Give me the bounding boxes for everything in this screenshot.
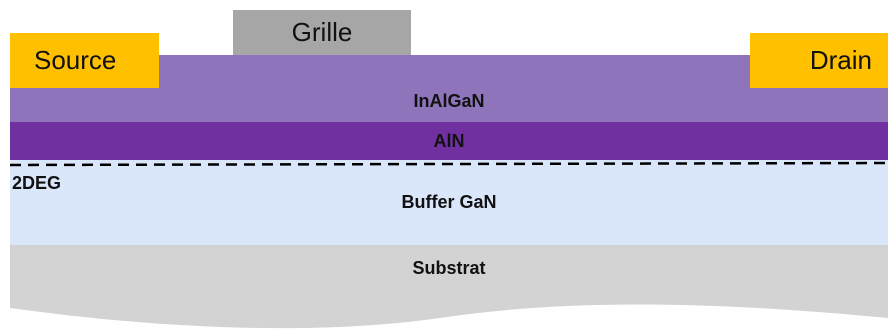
- spacer-layer: AlN: [10, 122, 888, 160]
- gate-label: Grille: [291, 17, 353, 47]
- gate-contact: [233, 10, 411, 55]
- drain-contact: Drain: [750, 33, 888, 88]
- barrier-label: InAlGaN: [413, 91, 485, 111]
- source-label: Source: [34, 45, 117, 75]
- buffer-label: Buffer GaN: [401, 192, 497, 212]
- buffer-layer: Buffer GaN: [10, 160, 888, 245]
- barrier-layer: InAlGaN: [10, 55, 888, 122]
- substrate-label: Substrat: [412, 258, 486, 278]
- substrate-shape: [10, 245, 888, 329]
- spacer-label: AlN: [433, 130, 465, 151]
- source-contact: Source: [10, 33, 159, 88]
- drain-label: Drain: [809, 45, 872, 75]
- channel-label: 2DEG: [12, 173, 62, 193]
